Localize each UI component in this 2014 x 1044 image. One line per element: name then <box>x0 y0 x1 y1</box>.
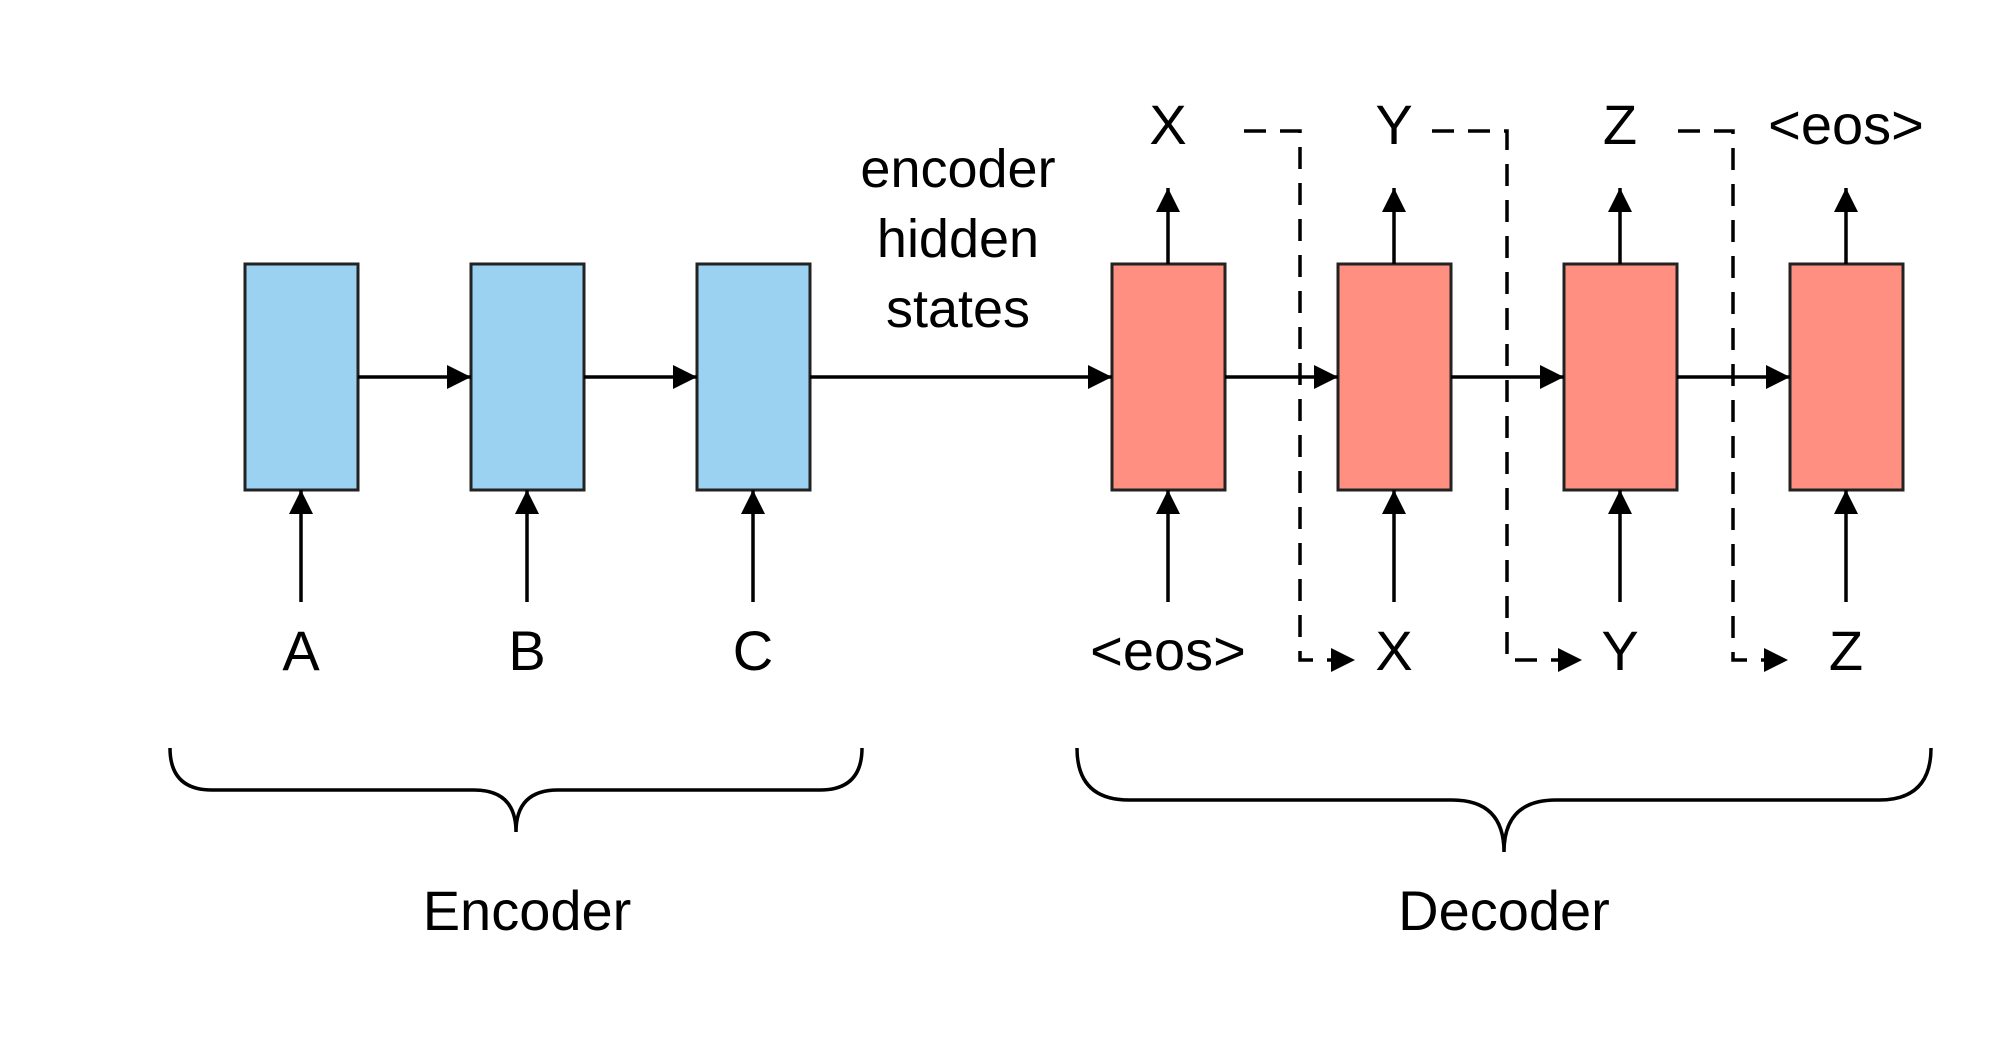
decoder-cell-1 <box>1110 262 1227 492</box>
encoder-cells <box>243 262 812 492</box>
encoder-input-label-3: C <box>733 619 773 682</box>
encoder-group-label: Encoder <box>423 879 632 942</box>
decoder-cell-4 <box>1788 262 1905 492</box>
decoder-input-label-1: <eos> <box>1090 619 1246 682</box>
decoder-input-label-2: X <box>1375 619 1412 682</box>
feedback-path-3 <box>1678 129 1788 672</box>
feedback-path-2 <box>1432 129 1582 672</box>
decoder-output-label-2: Y <box>1375 93 1412 156</box>
output-arrows <box>1156 188 1858 264</box>
input-arrows <box>289 490 1858 602</box>
decoder-brace <box>1075 747 1933 853</box>
decoder-cell-2 <box>1336 262 1453 492</box>
feedback-path-1 <box>1244 129 1355 672</box>
encoder-cell-3 <box>695 262 812 492</box>
decoder-input-label-4: Z <box>1829 619 1863 682</box>
encoder-cell-1 <box>243 262 360 492</box>
bridge-label-line-3: states <box>886 279 1030 339</box>
encoder-input-label-2: B <box>508 619 545 682</box>
decoder-output-label-4: <eos> <box>1768 93 1924 156</box>
decoder-group-label: Decoder <box>1398 879 1610 942</box>
bridge-label-line-2: hidden <box>877 209 1039 269</box>
encoder-cell-2 <box>469 262 586 492</box>
encoder-brace <box>168 747 864 833</box>
feedback-paths <box>1244 129 1788 672</box>
labels: A B C encoder hidden states <eos> X Y Z … <box>282 93 1924 942</box>
encoder-input-label-1: A <box>282 619 320 682</box>
decoder-output-label-3: Z <box>1603 93 1637 156</box>
decoder-output-label-1: X <box>1149 93 1186 156</box>
braces <box>168 747 1933 853</box>
decoder-cell-3 <box>1562 262 1679 492</box>
decoder-input-label-3: Y <box>1601 619 1638 682</box>
bridge-label-line-1: encoder <box>860 139 1055 199</box>
